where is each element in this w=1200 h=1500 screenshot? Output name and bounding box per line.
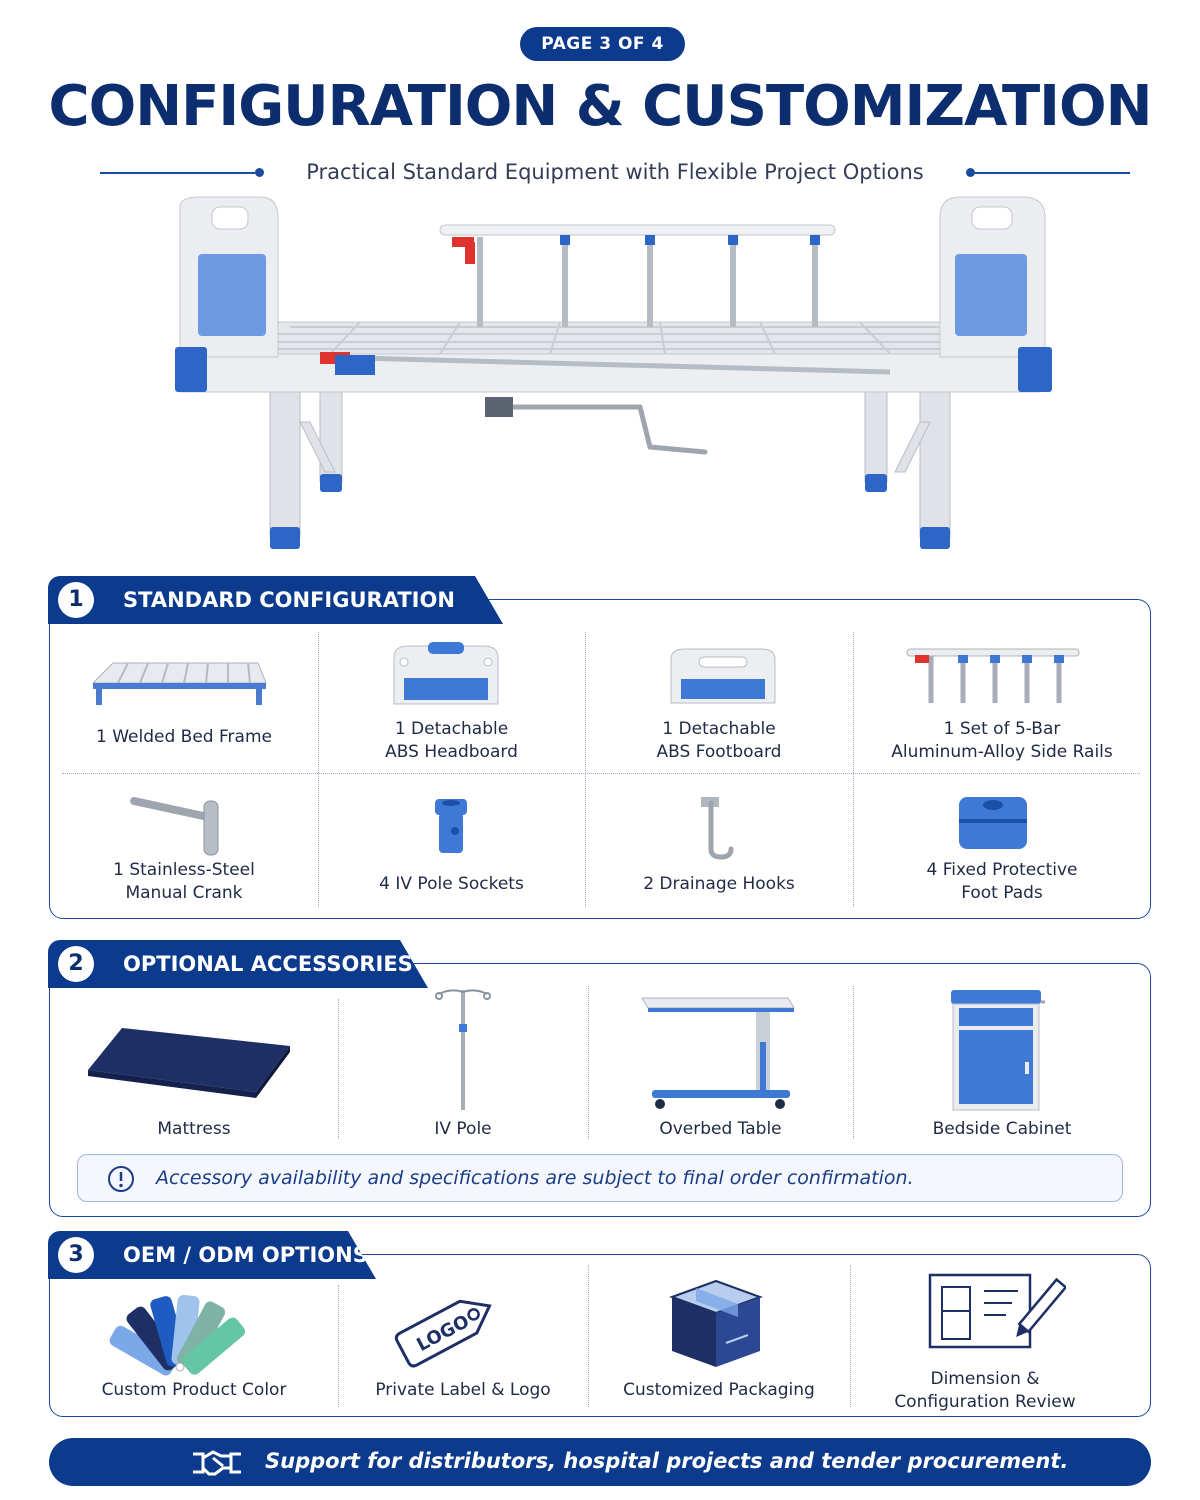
opt-item-iv-pole: IV Pole (338, 964, 588, 1149)
std-item-iv-sockets: 4 IV Pole Sockets (318, 773, 585, 913)
hospital-bed-illustration (175, 196, 1052, 549)
standard-configuration-header: 1 STANDARD CONFIGURATION (48, 576, 503, 624)
item-label: IV Pole (434, 1119, 492, 1139)
item-label: 4 Fixed Protective (926, 860, 1078, 880)
divider (850, 1265, 851, 1407)
subtitle-row: Practical Standard Equipment with Flexib… (100, 158, 1130, 188)
opt-item-bedside-cabinet: Bedside Cabinet (853, 964, 1151, 1149)
foot-pad-icon (959, 797, 1027, 849)
item-label: 2 Drainage Hooks (643, 874, 795, 894)
item-label: Manual Crank (125, 883, 243, 903)
oem-item-private-label: LOGO Private Label & Logo (338, 1255, 588, 1418)
divider (853, 986, 854, 1139)
divider (585, 632, 586, 907)
std-item-footboard: 1 Detachable ABS Footboard (585, 600, 853, 773)
item-label: 4 IV Pole Sockets (379, 874, 524, 894)
optional-accessories-section: 2 OPTIONAL ACCESSORIES Mattress IV Pole (49, 963, 1151, 1217)
std-item-headboard: 1 Detachable ABS Headboard (318, 600, 585, 773)
blueprint-icon (928, 1273, 1066, 1349)
item-label: Private Label & Logo (375, 1380, 551, 1400)
std-item-foot-pads: 4 Fixed Protective Foot Pads (853, 773, 1151, 913)
divider (588, 1265, 589, 1407)
oem-item-color: Custom Product Color (50, 1255, 338, 1418)
section-title: OEM / ODM OPTIONS (123, 1243, 368, 1267)
headboard-icon (393, 642, 499, 705)
opt-item-overbed-table: Overbed Table (588, 964, 853, 1149)
std-item-drainage-hooks: 2 Drainage Hooks (585, 773, 853, 913)
section-number: 3 (58, 1237, 94, 1273)
divider (588, 986, 589, 1139)
item-label: Aluminum-Alloy Side Rails (891, 742, 1113, 762)
crank-icon (130, 797, 219, 856)
oem-odm-section: 3 OEM / ODM OPTIONS Custom Product Color… (49, 1254, 1151, 1417)
item-label: 1 Welded Bed Frame (96, 727, 272, 747)
subtitle-dot-left (255, 168, 264, 177)
item-label: 1 Detachable (662, 719, 776, 739)
iv-socket-icon (435, 799, 467, 853)
divider (853, 632, 854, 907)
color-swatch-icon (109, 1294, 246, 1376)
iv-pole-icon (435, 989, 491, 1110)
item-label: Bedside Cabinet (932, 1119, 1072, 1139)
oem-odm-header: 3 OEM / ODM OPTIONS (48, 1231, 376, 1279)
std-item-bed-frame: 1 Welded Bed Frame (50, 600, 318, 773)
section-number: 2 (58, 946, 94, 982)
footboard-icon (670, 648, 776, 704)
item-label: ABS Footboard (656, 742, 782, 762)
side-rail-icon (906, 648, 1080, 703)
optional-accessories-header: 2 OPTIONAL ACCESSORIES (48, 940, 428, 988)
handshake-icon (193, 1450, 241, 1476)
oem-item-dimension-review: Dimension & Configuration Review (850, 1255, 1120, 1418)
divider (318, 632, 319, 907)
package-box-icon (669, 1279, 763, 1367)
item-label: ABS Headboard (385, 742, 518, 762)
item-label: Foot Pads (961, 883, 1043, 903)
subtitle-dot-right (966, 168, 975, 177)
opt-item-mattress: Mattress (50, 964, 338, 1149)
subtitle-line-right (975, 172, 1130, 174)
section-title: OPTIONAL ACCESSORIES (123, 952, 413, 976)
page-badge: PAGE 3 OF 4 (520, 27, 685, 61)
divider (62, 773, 1140, 774)
std-item-side-rails: 1 Set of 5-Bar Aluminum-Alloy Side Rails (853, 600, 1151, 773)
item-label: Custom Product Color (101, 1380, 287, 1400)
info-icon (108, 1166, 134, 1192)
item-label: Mattress (157, 1119, 231, 1139)
subtitle-line-left (100, 172, 255, 174)
footer-banner: Support for distributors, hospital proje… (49, 1438, 1151, 1486)
section-number: 1 (58, 582, 94, 618)
footer-text: Support for distributors, hospital proje… (265, 1449, 1069, 1473)
item-label: Dimension & (930, 1369, 1040, 1389)
std-item-crank: 1 Stainless-Steel Manual Crank (50, 773, 318, 913)
item-label: 1 Detachable (394, 719, 509, 739)
item-label: 1 Stainless-Steel (113, 860, 255, 880)
bedside-cabinet-icon (951, 990, 1045, 1111)
standard-configuration-section: 1 STANDARD CONFIGURATION 1 Welded Bed Fr… (49, 599, 1151, 919)
mattress-icon (88, 1028, 290, 1098)
divider (338, 1285, 339, 1407)
bed-frame-icon (91, 662, 267, 705)
oem-item-packaging: Customized Packaging (588, 1255, 850, 1418)
logo-tag-icon: LOGO (394, 1299, 492, 1368)
item-label: Overbed Table (659, 1119, 782, 1139)
page-subtitle: Practical Standard Equipment with Flexib… (306, 160, 924, 184)
notice-text: Accessory availability and specification… (156, 1167, 914, 1189)
divider (338, 999, 339, 1139)
item-label: Configuration Review (894, 1392, 1076, 1412)
overbed-table-icon (641, 997, 795, 1109)
page-title: CONFIGURATION & CUSTOMIZATION (48, 74, 1153, 139)
section-title: STANDARD CONFIGURATION (123, 588, 455, 612)
item-label: 1 Set of 5-Bar (943, 719, 1061, 739)
drainage-hook-icon (701, 797, 734, 860)
item-label: Customized Packaging (623, 1380, 815, 1400)
availability-notice: Accessory availability and specification… (77, 1154, 1123, 1202)
